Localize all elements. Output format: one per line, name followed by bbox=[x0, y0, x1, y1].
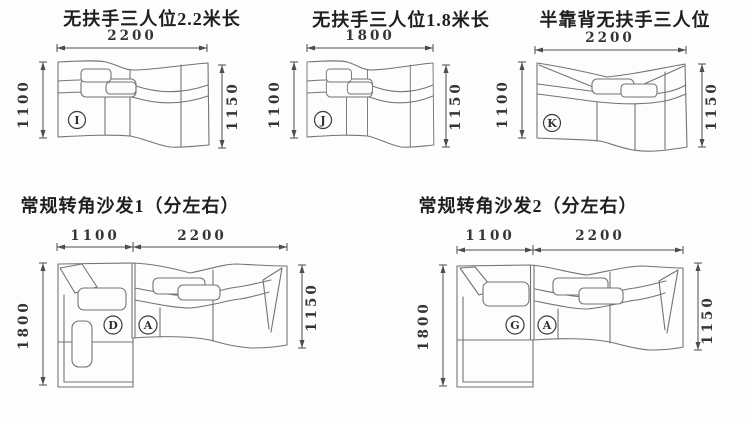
right-dimension-line bbox=[298, 264, 306, 349]
diagram-three-seater-1800: 1800 1100 1150 J bbox=[267, 28, 464, 148]
seat-marker-label: D bbox=[108, 319, 118, 332]
seat-marker-circle bbox=[313, 110, 333, 130]
left-dimension-label: 1800 bbox=[416, 301, 432, 351]
right-dimension-line bbox=[698, 63, 706, 148]
left-dimension-label: 1100 bbox=[495, 79, 511, 129]
top-dimension-line bbox=[56, 242, 288, 252]
seat-marker-circle bbox=[138, 315, 158, 335]
seat-marker-label: G bbox=[510, 319, 519, 332]
left-dimension-label: 1100 bbox=[267, 79, 283, 129]
right-dimension-label: 1150 bbox=[304, 282, 320, 332]
sofa-drawing bbox=[57, 60, 210, 148]
diagram-three-seater-2200: 2200 1100 1150 I bbox=[16, 28, 241, 149]
diagram-title: 无扶手三人位1.8米长 bbox=[312, 10, 490, 30]
left-dimension-line bbox=[518, 61, 526, 139]
right-dimension-line bbox=[442, 64, 450, 148]
seat-marker-circle bbox=[537, 315, 557, 335]
seat-marker-label: I bbox=[74, 114, 79, 127]
right-dimension-line bbox=[694, 262, 702, 351]
sofa-drawing bbox=[306, 60, 435, 148]
left-dimension-label: 1800 bbox=[16, 300, 32, 350]
seat-marker-label: A bbox=[542, 319, 552, 332]
right-dimension-label: 1150 bbox=[704, 81, 720, 131]
left-dimension-line bbox=[39, 262, 47, 386]
left-dimension-line bbox=[290, 61, 298, 139]
top-dimension-line bbox=[456, 245, 684, 255]
seat-marker-circle bbox=[542, 113, 562, 133]
top-dimension-label: 2200 bbox=[107, 28, 157, 44]
right-dimension-label: 1150 bbox=[225, 81, 241, 131]
seat-marker-circle bbox=[67, 110, 87, 130]
sofa-drawing bbox=[536, 62, 688, 152]
top-dimension-line bbox=[534, 46, 687, 54]
left-dimension-label: 1100 bbox=[16, 79, 32, 129]
diagram-corner-sofa-1: 1100 2200 1800 1150 D A bbox=[16, 228, 320, 388]
diagram-title: 常规转角沙发2（分左右） bbox=[418, 196, 638, 216]
top-dimension-label: 2200 bbox=[585, 30, 635, 46]
right-dimension-label: 1150 bbox=[700, 295, 716, 345]
diagram-title: 半靠背无扶手三人位 bbox=[539, 10, 711, 30]
top-right-dimension-label: 2200 bbox=[177, 228, 227, 244]
diagram-title: 常规转角沙发1（分左右） bbox=[20, 196, 240, 216]
diagram-title: 无扶手三人位2.2米长 bbox=[63, 9, 241, 29]
seat-marker-circle bbox=[505, 315, 525, 335]
top-dimension-line bbox=[56, 44, 208, 52]
seat-marker-label: K bbox=[547, 117, 557, 130]
right-dimension-label: 1150 bbox=[448, 81, 464, 131]
left-dimension-line bbox=[39, 61, 47, 139]
diagram-half-back-seater: 2200 1100 1150 K bbox=[495, 30, 720, 152]
top-left-dimension-label: 1100 bbox=[465, 228, 515, 244]
right-dimension-line bbox=[218, 64, 226, 149]
top-left-dimension-label: 1100 bbox=[70, 228, 120, 244]
top-right-dimension-label: 2200 bbox=[575, 228, 625, 244]
diagram-corner-sofa-2: 1100 2200 1800 1150 G A bbox=[416, 228, 716, 388]
seat-marker-label: J bbox=[319, 114, 325, 127]
seat-marker-label: A bbox=[143, 319, 153, 332]
sofa-drawing bbox=[456, 264, 684, 388]
top-dimension-label: 1800 bbox=[345, 28, 395, 44]
sofa-drawing bbox=[57, 262, 288, 388]
top-dimension-line bbox=[306, 44, 434, 52]
seat-marker-circle bbox=[103, 315, 123, 335]
left-dimension-line bbox=[439, 264, 447, 387]
